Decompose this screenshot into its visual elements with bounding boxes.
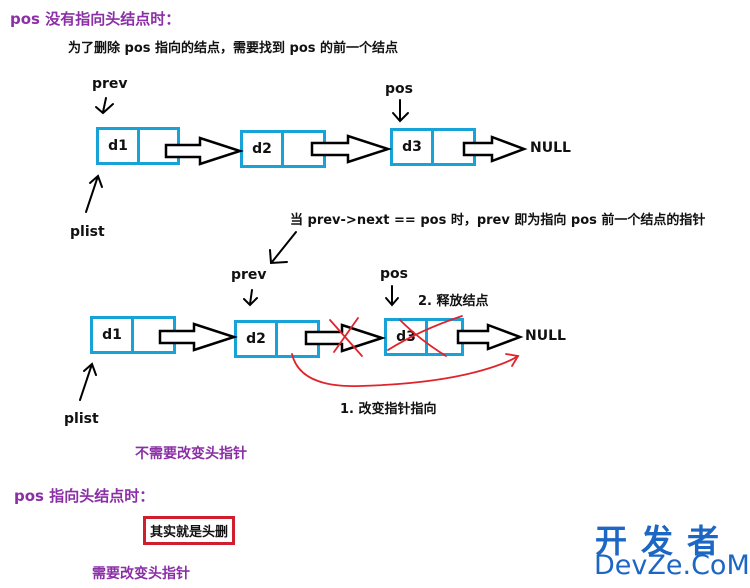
- s1-arrow-d2-d3: [310, 134, 393, 164]
- s2-step1-label: 1. 改变指针指向: [340, 402, 437, 417]
- section1-subtitle: 为了删除 pos 指向的结点，需要找到 pos 的前一个结点: [68, 41, 399, 56]
- s2-arrow-d1-d2: [158, 322, 239, 352]
- s1-plist-label: plist: [70, 224, 105, 240]
- section3-heading: pos 指向头结点时：: [14, 487, 155, 505]
- s3-note: 需要改变头指针: [92, 566, 190, 582]
- section1-heading: pos 没有指向头结点时：: [10, 10, 181, 28]
- watermark-en: DevZe.CoM: [594, 550, 750, 581]
- s2-plist-label: plist: [64, 411, 99, 427]
- s1-prev-pointer: [95, 97, 114, 115]
- s1-node-d2-data: d2: [243, 133, 284, 165]
- s2-new-pointer-curve: [291, 353, 519, 387]
- s2-node-d3-data: d3: [387, 321, 428, 353]
- s1-arrow-d3-null: [462, 135, 528, 163]
- s2-arrow-d3-null: [456, 323, 524, 351]
- s2-step2-label: 2. 释放结点: [418, 294, 489, 309]
- s1-node-d1: d1: [96, 127, 180, 165]
- s2-cross-node: [387, 315, 463, 357]
- s2-node-d2: d2: [234, 320, 320, 358]
- s3-boxed-text: 其实就是头删: [143, 516, 236, 545]
- s1-arrow-d1-d2: [164, 136, 245, 166]
- s1-null-label: NULL: [530, 140, 571, 156]
- s2-node-d1-data: d1: [93, 319, 134, 351]
- s1-prev-label: prev: [92, 76, 128, 92]
- s2-prev-pointer: [243, 289, 258, 307]
- s1-node-d1-data: d1: [99, 130, 140, 162]
- s2-cross-pointer: [329, 317, 363, 357]
- s2-note: 不需要改变头指针: [135, 446, 247, 462]
- s1-pos-label: pos: [385, 81, 413, 97]
- s2-caption-pointer: [269, 231, 297, 265]
- s2-pos-label: pos: [380, 266, 408, 282]
- s1-plist-pointer: [85, 174, 103, 213]
- s2-node-d2-data: d2: [237, 323, 278, 355]
- s2-pos-pointer: [385, 285, 399, 307]
- s2-new-pointer-head: [505, 353, 520, 367]
- s1-pos-pointer: [392, 99, 409, 123]
- section2-caption: 当 prev->next == pos 时，prev 即为指向 pos 前一个结…: [290, 213, 706, 228]
- s2-plist-pointer: [79, 362, 97, 401]
- s2-prev-label: prev: [231, 267, 267, 283]
- s1-node-d3-data: d3: [393, 131, 434, 163]
- s2-null-label: NULL: [525, 328, 566, 344]
- watermark-cn: 开发者: [595, 522, 734, 560]
